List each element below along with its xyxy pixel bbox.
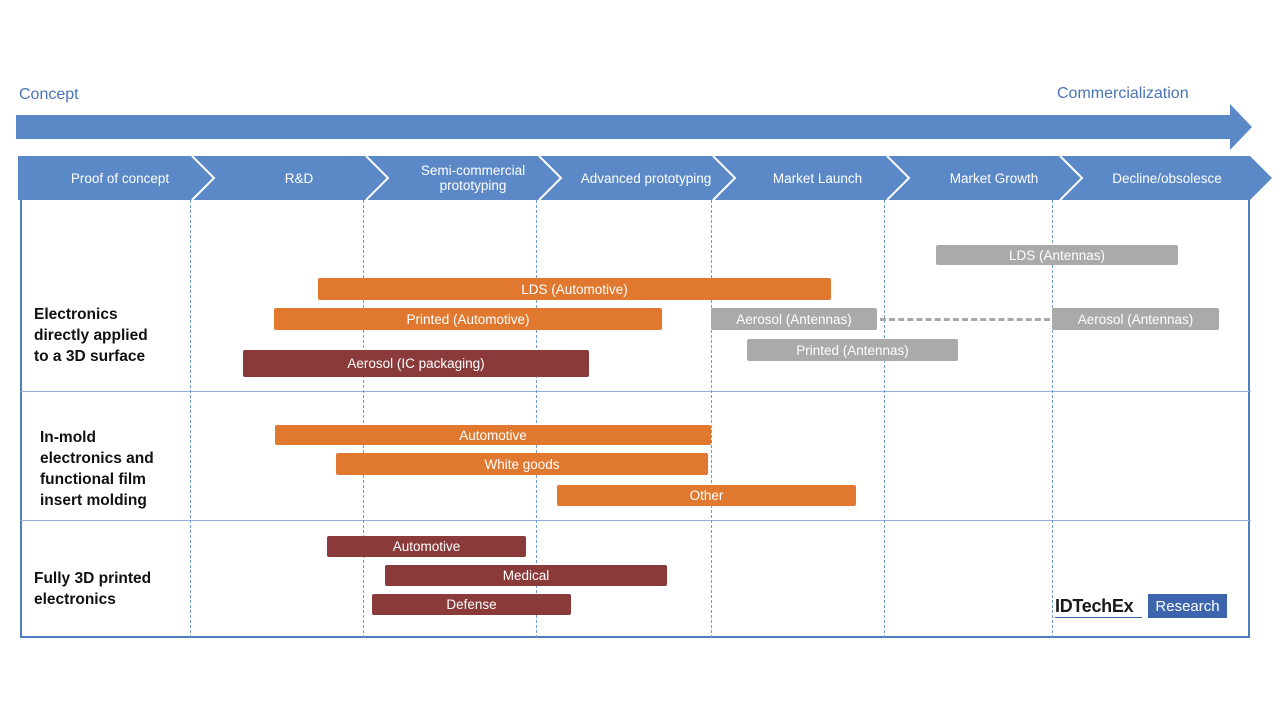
bar-3dp-defense: Defense xyxy=(372,594,571,615)
column-divider-4 xyxy=(711,200,712,638)
column-divider-6 xyxy=(1052,200,1053,638)
stage-chevron-3 xyxy=(366,156,561,200)
bar-aerosol-ic-packaging: Aerosol (IC packaging) xyxy=(243,350,589,377)
aerosol-antennas-dashed-connector xyxy=(880,318,1050,321)
stage-chevron-4 xyxy=(539,156,735,200)
bar-printed-automotive: Printed (Automotive) xyxy=(274,308,662,330)
concept-to-commercialization-arrow xyxy=(16,104,1252,150)
stage-label-market-launch: Market Launch xyxy=(772,170,863,186)
logo-underline xyxy=(1055,617,1142,618)
bar-iml-white-goods: White goods xyxy=(336,453,708,475)
stage-label-market-growth: Market Growth xyxy=(949,170,1039,186)
stage-chevron-2 xyxy=(192,156,388,200)
commercialization-label: Commercialization xyxy=(1057,85,1189,102)
row-label-in-mold: In-mold electronics and functional film … xyxy=(40,429,154,509)
row-separator-1 xyxy=(20,391,1251,392)
stage-arrows xyxy=(16,104,1272,201)
bar-lds-antennas: LDS (Antennas) xyxy=(936,245,1178,265)
concept-label: Concept xyxy=(19,86,79,103)
column-divider-3 xyxy=(536,200,537,638)
bar-iml-automotive: Automotive xyxy=(275,425,711,445)
bar-iml-other: Other xyxy=(557,485,856,506)
idtechex-logo-text: IDTechEx xyxy=(1055,596,1134,616)
idtechex-research-badge: Research xyxy=(1148,594,1227,618)
bar-3dp-medical: Medical xyxy=(385,565,667,586)
row-label-3d-surface: Electronics directly applied to a 3D sur… xyxy=(34,306,148,365)
stage-chevron-7 xyxy=(1060,156,1272,200)
matrix-frame xyxy=(20,200,1250,638)
column-divider-1 xyxy=(190,200,191,638)
stage-chevron-5 xyxy=(713,156,909,200)
column-divider-5 xyxy=(884,200,885,638)
bar-aerosol-antennas-launch: Aerosol (Antennas) xyxy=(711,308,877,330)
stage-chevron-6 xyxy=(887,156,1082,200)
row-label-fully-3d-printed: Fully 3D printed electronics xyxy=(34,570,152,608)
bar-3dp-automotive: Automotive xyxy=(327,536,526,557)
bar-aerosol-antennas-decline: Aerosol (Antennas) xyxy=(1052,308,1219,330)
bar-lds-automotive: LDS (Automotive) xyxy=(318,278,831,300)
stage-chevron-1 xyxy=(18,156,214,200)
stage-label-proof-of-concept: Proof of concept xyxy=(70,170,170,186)
bar-printed-antennas: Printed (Antennas) xyxy=(747,339,958,361)
column-divider-2 xyxy=(363,200,364,638)
stage-label-decline: Decline/obsolesce xyxy=(1112,170,1222,186)
stage-label-semi-commercial: Semi-commercial prototyping xyxy=(420,163,526,193)
stage-label-rnd: R&D xyxy=(284,170,314,186)
row-separator-2 xyxy=(20,520,1251,521)
stage-label-advanced-prototyping: Advanced prototyping xyxy=(580,170,712,186)
